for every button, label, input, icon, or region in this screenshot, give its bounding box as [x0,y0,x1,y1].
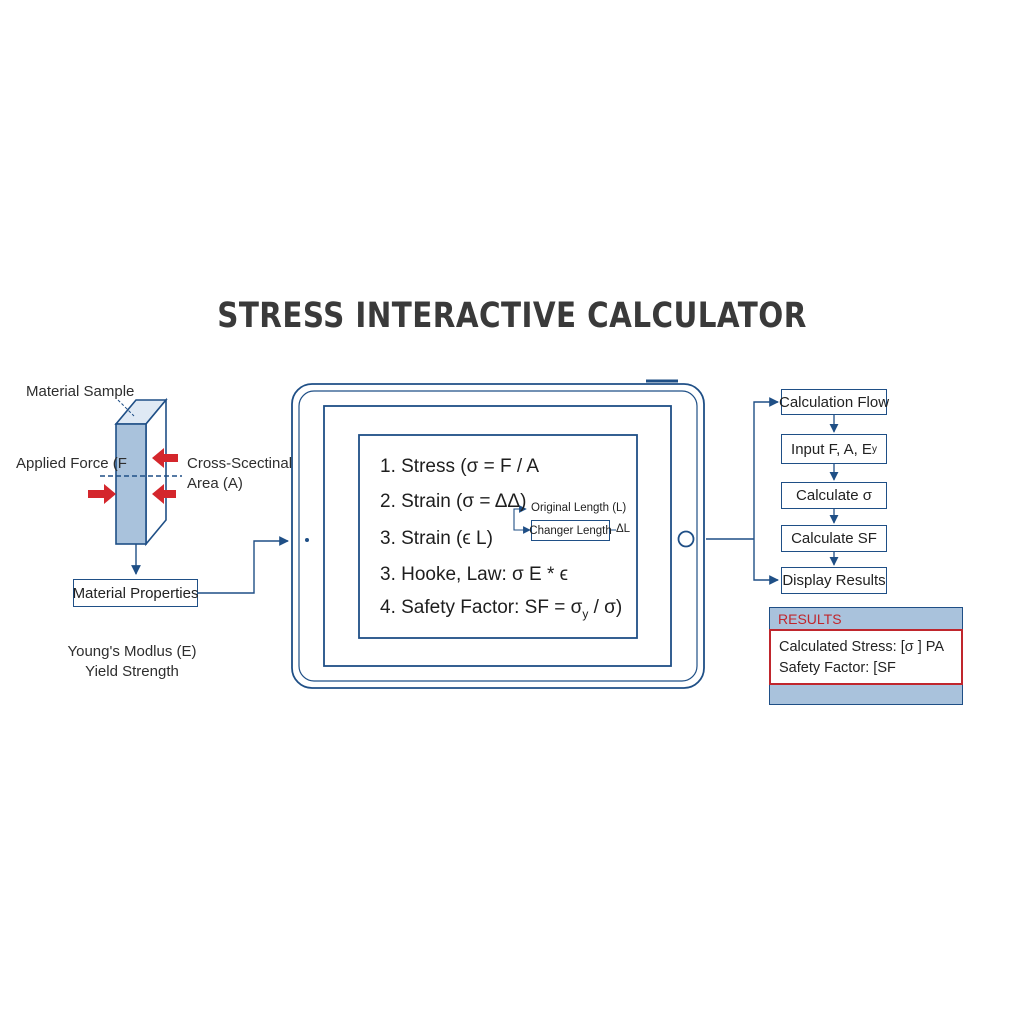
page-title: STRESS INTERACTIVE CALCULATOR [217,296,807,336]
tablet-home-button [677,530,695,548]
delta-l-label: ΔL [616,523,631,535]
flow-step-calculate-sf[interactable]: Calculate SF [781,525,887,552]
tablet-outer-frame [291,383,705,689]
flow-step-calculate-stress[interactable]: Calculate σ [781,482,887,509]
cross-section-label-1: Cross-Scectinal [187,455,293,472]
flow-step-display-results[interactable]: Display Results [781,567,887,594]
formula-panel [358,434,638,639]
formula-stress: 1. Stress (σ = F / A [380,456,540,477]
properties-to-tablet-arrow [198,536,289,594]
youngs-modulus-label: Young's Modlus (E) [67,643,197,660]
safety-factor-value: Safety Factor: [SF [779,660,896,676]
original-length-label: Original Length (L) [531,502,627,514]
results-footer [769,685,963,705]
material-sample-label: Material Sample [26,383,135,400]
material-sample-bar [114,397,168,547]
results-body: Calculated Stress: [σ ] PA Safety Factor… [769,629,963,685]
formula-strain-1: 2. Strain (σ = ΔΔ) [380,491,527,512]
applied-force-label: Applied Force (F [16,455,127,472]
formula-hooke: 3. Hooke, Law: σ E * ϵ [380,564,569,585]
flow-step-calculation-flow[interactable]: Calculation Flow [779,389,889,415]
force-arrow-top-right [152,448,178,468]
tablet-camera [305,538,309,542]
tablet-screen [323,405,672,667]
formula-strain-2: 3. Strain (ϵ L) [380,528,493,549]
material-properties-box[interactable]: Material Properties [73,579,198,607]
calculated-stress-value: Calculated Stress: [σ ] PA [779,639,945,655]
cross-section-label-2: Area (A) [187,475,243,492]
yield-strength-label: Yield Strength [85,663,179,680]
results-header: RESULTS [769,607,963,629]
force-arrow-left [88,484,116,504]
changer-length-box: Changer Length [529,520,612,541]
sample-leader [117,399,135,417]
formula-safety-factor: 4. Safety Factor: SF = σy / σ) [380,597,623,621]
force-arrow-bottom-right [152,484,176,504]
